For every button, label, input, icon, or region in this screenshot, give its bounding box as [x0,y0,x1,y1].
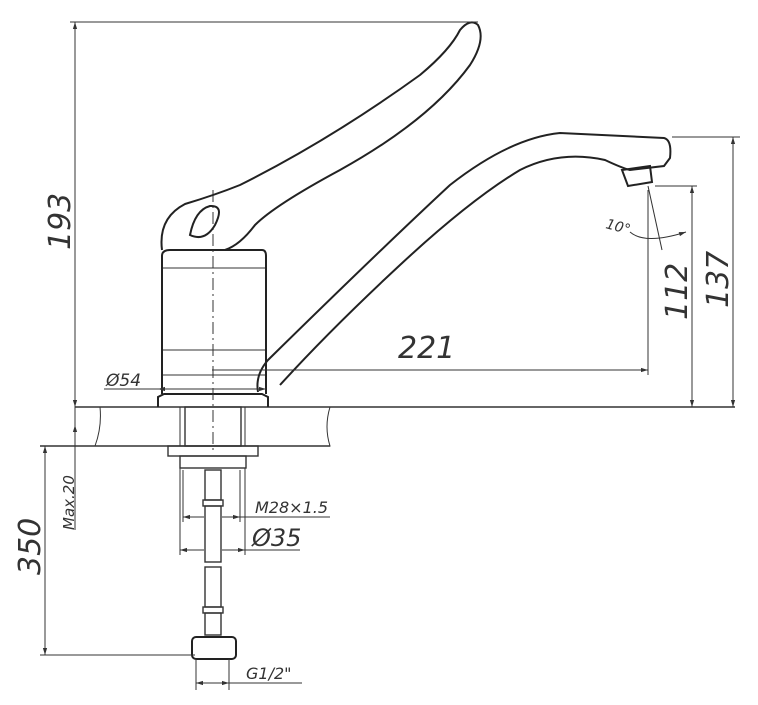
label-10deg: 10° [604,216,632,238]
dim-base-diameter: Ø54 [104,371,266,392]
label-d35: Ø35 [251,524,301,552]
label-221: 221 [398,331,455,366]
mounting-shank-and-hose [167,406,259,690]
countertop-section [40,406,735,447]
label-d54: Ø54 [105,371,141,391]
label-193: 193 [43,193,78,250]
lever-handle [160,21,482,251]
label-350: 350 [13,518,48,575]
dim-hose-length: 350 [13,446,195,656]
dim-shank-diameter: Ø35 [180,524,301,553]
label-112: 112 [660,263,695,320]
label-137: 137 [701,251,736,308]
dim-connection: G1/2" [196,664,302,686]
spout [256,131,672,393]
dim-max-thickness: Max.20 [60,407,78,530]
label-max20: Max.20 [60,475,78,530]
dim-outlet-height: 112 [655,185,697,407]
aerator [620,164,654,188]
dim-spout-height: 137 [672,136,740,407]
faucet-body [157,190,269,450]
label-g12: G1/2" [246,664,292,683]
dim-thread: M28×1.5 [183,498,330,520]
label-m28: M28×1.5 [255,498,328,517]
dim-spout-reach: 221 [212,190,649,375]
dim-aerator-angle: 10° [604,185,687,251]
dim-total-height: 193 [43,21,478,407]
